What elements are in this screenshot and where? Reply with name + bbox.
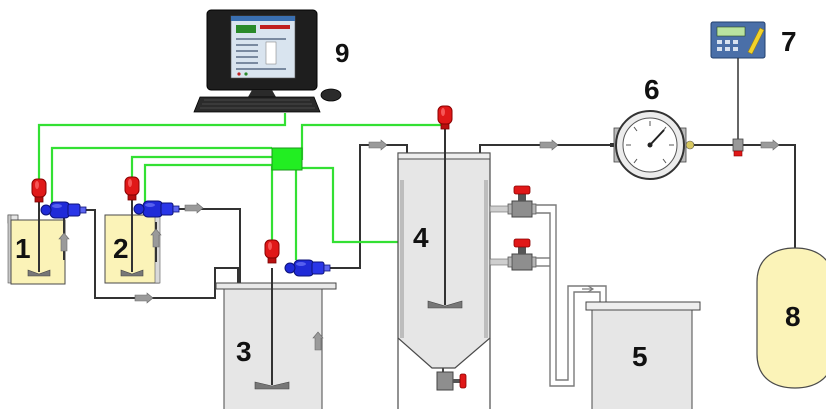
computer-icon: [206, 9, 318, 97]
flow-arrow-icon: [368, 139, 388, 151]
sampling-tube: [536, 204, 607, 387]
label-computer-9: 9: [335, 38, 349, 68]
mouse-icon: [320, 88, 342, 102]
agitator-actuator-3: [264, 239, 280, 264]
agitator-icon: [427, 300, 463, 309]
label-reactor-4: 4: [413, 222, 429, 253]
agitator-actuator-1: [31, 178, 47, 203]
label-meter-6: 6: [644, 74, 660, 105]
agitator-icon: [27, 269, 51, 277]
valve-icon: [436, 371, 467, 391]
flow-arrow-icon: [134, 292, 154, 304]
keyboard-icon: [193, 96, 321, 113]
tank-2: [104, 193, 162, 284]
label-vessel-8: 8: [785, 301, 801, 332]
vessel-8: [756, 247, 826, 389]
valve-icon: [489, 185, 537, 218]
label-controller-7: 7: [781, 26, 797, 57]
tank-1: [7, 195, 70, 285]
agitator-icon: [254, 381, 290, 390]
agitator-actuator-2: [124, 176, 140, 201]
pump-icon: [40, 201, 87, 219]
pump-icon: [284, 259, 331, 277]
label-tank-3: 3: [236, 336, 252, 367]
label-tank-5: 5: [632, 341, 648, 372]
flow-arrow-icon: [760, 139, 780, 151]
valve-icon: [489, 238, 537, 271]
signal-junction-box: [271, 147, 303, 171]
flow-arrow-icon: [539, 139, 559, 151]
agitator-icon: [120, 269, 144, 277]
label-tank-1: 1: [15, 233, 31, 264]
label-tank-2: 2: [113, 233, 129, 264]
signal-wiring: [37, 113, 447, 260]
controller-icon: [710, 21, 766, 157]
tank-5: [585, 301, 701, 409]
flow-arrow-icon: [184, 202, 204, 214]
tank-3: [215, 268, 337, 409]
pressure-gauge-icon: [610, 110, 695, 180]
reactor-4: [397, 128, 491, 409]
